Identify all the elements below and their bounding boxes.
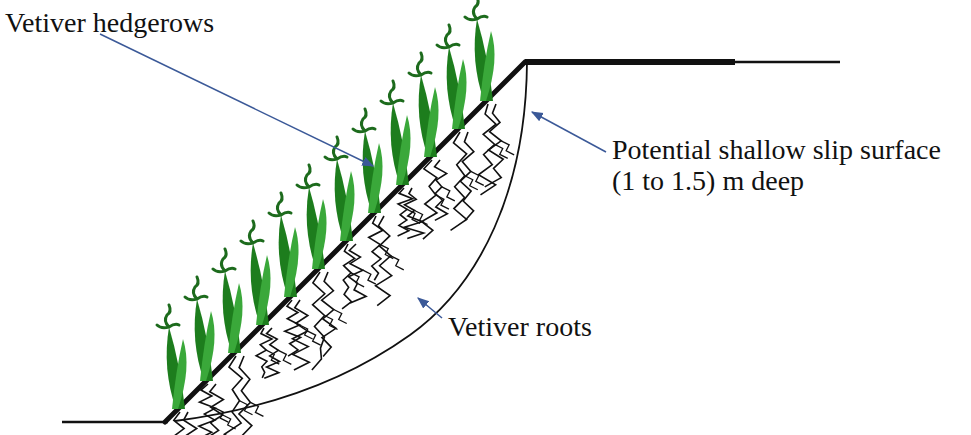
vetiver-root <box>181 412 197 435</box>
vetiver-root <box>236 356 252 435</box>
leaf <box>424 87 439 157</box>
leaf-tip <box>241 221 263 244</box>
ground-line <box>62 421 168 424</box>
leaf-tip <box>297 165 319 188</box>
vetiver-root <box>322 272 336 356</box>
vetiver-root <box>348 244 366 303</box>
root-branch <box>471 171 484 185</box>
leaf <box>284 227 299 297</box>
root-branch <box>363 270 376 284</box>
vetiver-root <box>369 216 383 280</box>
root-branch <box>495 144 508 158</box>
leaf <box>312 199 327 269</box>
callout-label: Vetiver hedgerows <box>5 8 214 39</box>
leader-line <box>100 34 373 166</box>
leaf-tip <box>409 53 431 76</box>
leaf <box>228 283 243 353</box>
vetiver-plant <box>213 249 243 353</box>
vetiver-plant <box>409 53 439 157</box>
callout-label: Potential shallow slip surface (1 to 1.5… <box>612 135 957 197</box>
leaf-tip <box>437 25 459 48</box>
vetiver-root <box>264 328 279 378</box>
vetiver-plant <box>297 165 327 269</box>
leaf-tip <box>381 81 403 104</box>
slope-face <box>165 62 525 422</box>
leader-line <box>532 112 606 152</box>
vetiver-plant <box>381 81 411 185</box>
vetiver-root <box>422 160 437 239</box>
vetiver-root <box>206 384 223 435</box>
plants-group <box>157 0 495 409</box>
roots-group <box>173 104 514 435</box>
vetiver-root <box>285 300 301 356</box>
root-branch <box>278 350 291 364</box>
vetiver-root <box>485 104 503 187</box>
leaf <box>396 115 411 185</box>
crest-line <box>525 61 840 64</box>
vetiver-plant <box>185 277 215 381</box>
root-branch <box>308 331 321 345</box>
vetiver-plant <box>325 137 355 241</box>
vetiver-plant <box>465 0 495 101</box>
vetiver-root <box>435 160 448 220</box>
root-branch <box>442 187 455 201</box>
root-branch <box>415 210 428 224</box>
leaf <box>480 31 495 101</box>
root-branch <box>391 256 404 270</box>
leaf-tip <box>269 193 291 216</box>
root-branch <box>223 415 236 429</box>
vetiver-root <box>376 216 392 306</box>
leaf <box>452 59 467 129</box>
leaf-tip <box>353 109 375 132</box>
vetiver-plant <box>157 305 187 409</box>
leaf-tip <box>213 249 235 272</box>
leaf-tip <box>157 305 179 328</box>
crest-thick <box>525 59 735 65</box>
vetiver-root <box>292 300 309 370</box>
leaf <box>340 171 355 241</box>
leaf <box>172 339 187 409</box>
leaf-tip <box>465 0 487 20</box>
leaf <box>200 311 215 381</box>
vetiver-plant <box>353 109 383 213</box>
vetiver-root <box>312 272 325 370</box>
leaf-tip <box>185 277 207 300</box>
leader-line <box>418 298 442 318</box>
vetiver-plant <box>269 193 299 297</box>
vetiver-plant <box>241 221 271 325</box>
root-branch <box>334 310 347 324</box>
leaf <box>368 143 383 213</box>
vetiver-root <box>451 132 467 230</box>
vetiver-plant <box>437 25 467 129</box>
root-branch <box>501 141 514 155</box>
leaf <box>256 255 271 325</box>
callout-label: Vetiver roots <box>446 312 594 343</box>
vetiver-root <box>460 132 473 221</box>
